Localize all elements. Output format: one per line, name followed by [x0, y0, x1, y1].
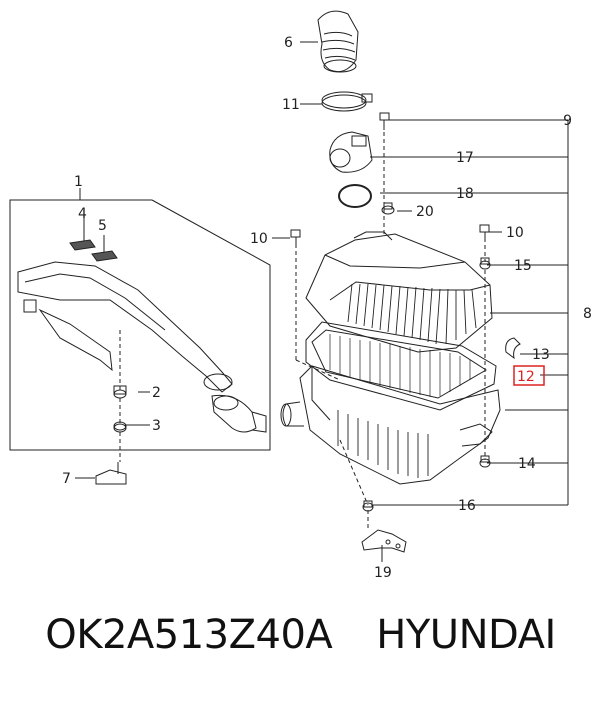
- callout-11: 11: [282, 97, 300, 113]
- callout-1: 1: [74, 174, 83, 190]
- callout-labels: 1 4 5 6 11 9 17 18 20 10 10 15 8 13 12 1…: [62, 35, 592, 581]
- callout-4: 4: [78, 206, 87, 222]
- clip-13: [505, 337, 521, 360]
- hose-clamp-11: [321, 91, 373, 112]
- callout-15: 15: [514, 258, 532, 274]
- air-cleaner-case: [280, 365, 501, 485]
- callout-8: 8: [583, 306, 592, 322]
- callout-17: 17: [456, 150, 474, 166]
- part-caption: OK2A513Z40A HYUNDAI: [0, 612, 601, 658]
- bolt-10-right: [479, 224, 490, 240]
- intake-hose-6: [317, 10, 359, 73]
- grommet-16: [362, 500, 374, 512]
- callout-16: 16: [458, 498, 476, 514]
- washer-3: [113, 421, 127, 433]
- callout-7: 7: [62, 471, 71, 487]
- labels-4-5: [69, 239, 118, 262]
- callout-2: 2: [152, 385, 161, 401]
- grommet-15: [479, 257, 491, 270]
- grommet-14: [479, 455, 491, 468]
- intake-duct-1: [17, 261, 267, 433]
- callout-6: 6: [284, 35, 293, 51]
- callout-13: 13: [532, 347, 550, 363]
- callout-5: 5: [98, 218, 107, 234]
- bracket-7: [95, 462, 127, 485]
- bolt-9: [379, 112, 390, 130]
- callout-19: 19: [374, 565, 392, 581]
- bracket-19: [361, 529, 407, 553]
- callout-14: 14: [518, 456, 536, 472]
- parts-diagram: 1 4 5 6 11 9 17 18 20 10 10 15 8 13 12 1…: [9, 10, 592, 581]
- brand-name: HYUNDAI: [376, 612, 556, 658]
- callout-9: 9: [563, 113, 572, 129]
- callout-10-left: 10: [250, 231, 268, 247]
- grommet-20: [381, 202, 395, 215]
- callout-3: 3: [152, 418, 161, 434]
- callout-10-right: 10: [506, 225, 524, 241]
- callout-12-highlighted: 12: [517, 369, 535, 385]
- bolt-10-left: [290, 229, 301, 245]
- air-filter-12: [305, 321, 497, 411]
- callout-20: 20: [416, 204, 434, 220]
- air-cleaner-cover-8: [305, 231, 493, 353]
- o-ring-18: [338, 184, 372, 208]
- part-number: OK2A513Z40A: [45, 612, 333, 658]
- airflow-sensor-17: [329, 131, 373, 173]
- grommet-2: [113, 385, 127, 399]
- callout-18: 18: [456, 186, 474, 202]
- subassembly-frame: [9, 199, 271, 451]
